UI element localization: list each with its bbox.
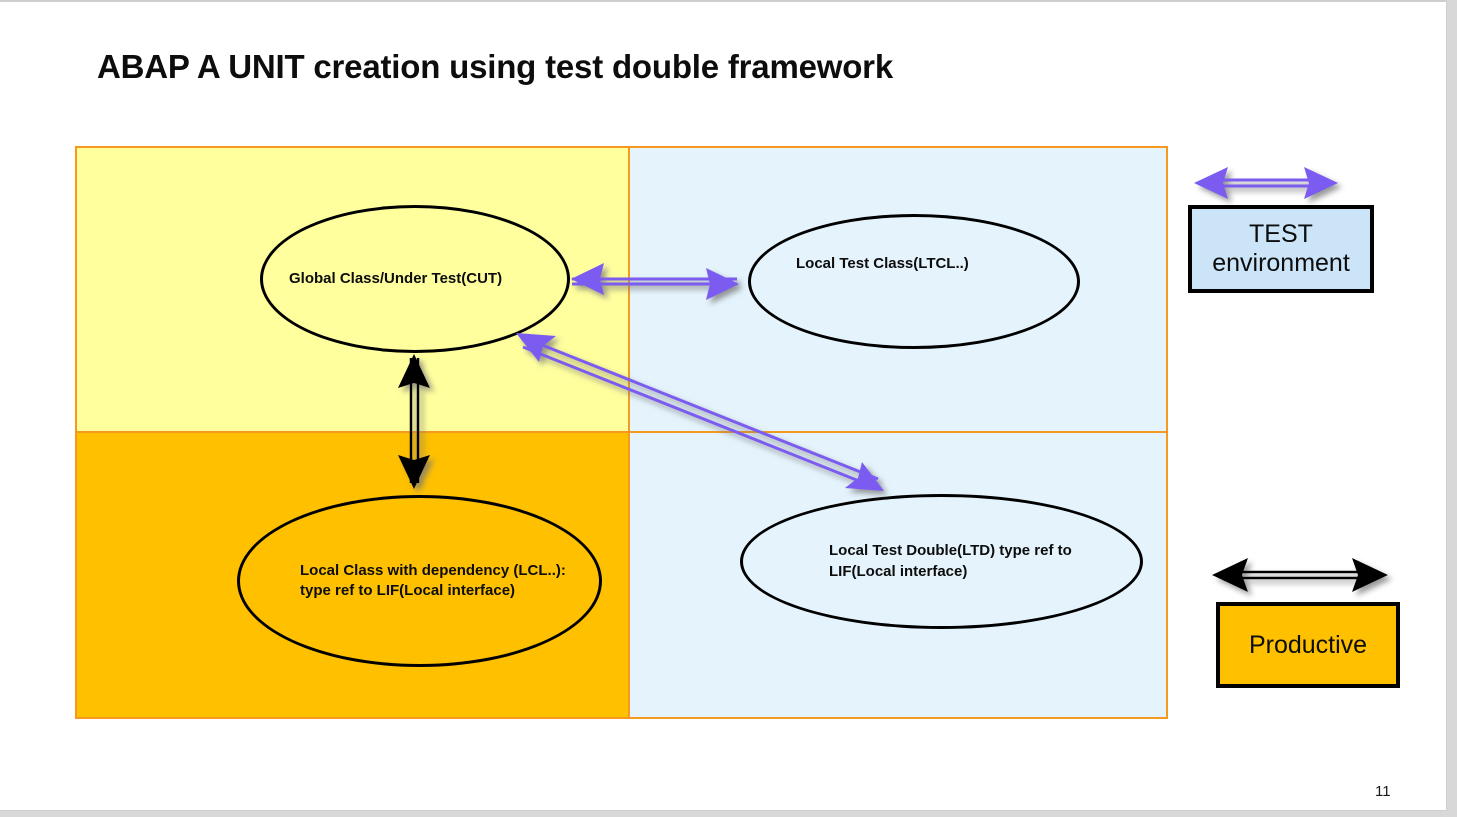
legend-productive-label: Productive xyxy=(1248,630,1368,659)
node-lcl-label: Local Class with dependency (LCL..): typ… xyxy=(300,561,566,599)
node-ltd-label: Local Test Double(LTD) type ref to LIF(L… xyxy=(829,542,1072,580)
legend-test-line1: TEST xyxy=(1249,220,1313,249)
legend-test-line2: environment xyxy=(1212,249,1350,277)
node-cut-label: Global Class/Under Test(CUT) xyxy=(289,269,503,287)
node-local-test-double[interactable]: Local Test Double(LTD) type ref to LIF(L… xyxy=(740,494,1143,629)
node-local-class-with-dependency[interactable]: Local Class with dependency (LCL..): typ… xyxy=(237,495,602,667)
legend-test-environment[interactable]: TEST environment xyxy=(1188,205,1374,293)
node-global-class-under-test[interactable]: Global Class/Under Test(CUT) xyxy=(260,205,570,353)
legend-productive[interactable]: Productive xyxy=(1216,602,1400,688)
node-local-test-class[interactable]: Local Test Class(LTCL..) xyxy=(748,214,1080,349)
node-ltcl-label: Local Test Class(LTCL..) xyxy=(796,255,969,273)
legend-arrow-productive xyxy=(1212,558,1388,592)
legend-arrow-test xyxy=(1194,167,1338,199)
legend-test-label: TEST environment xyxy=(1212,220,1350,278)
page-title: ABAP A UNIT creation using test double f… xyxy=(97,48,893,85)
page-number: 11 xyxy=(1375,783,1391,800)
